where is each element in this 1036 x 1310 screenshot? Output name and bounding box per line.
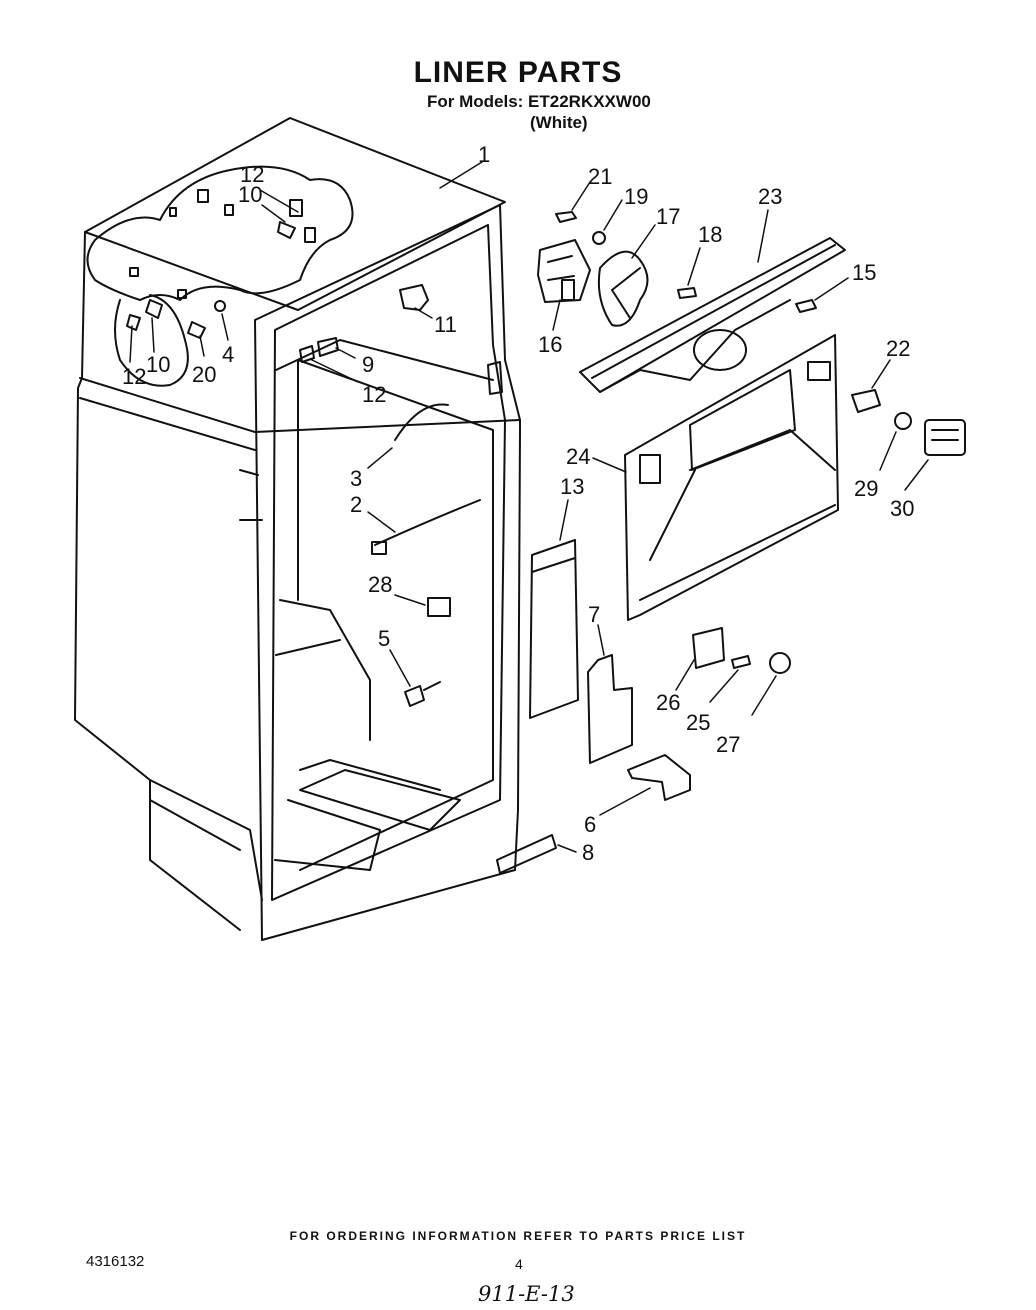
callout-12-top: 12 [240,162,264,187]
ordering-info: FOR ORDERING INFORMATION REFER TO PARTS … [289,1229,747,1243]
callout-16: 16 [538,332,562,357]
callout-10-left: 10 [146,352,170,377]
callout-19: 19 [624,184,648,209]
document-number: 4316132 [86,1253,145,1270]
callout-12-right: 12 [362,382,386,407]
callout-7: 7 [588,602,600,627]
callout-20: 20 [192,362,216,387]
model-line: For Models: ET22RKXXW00 [427,92,651,111]
callout-18: 18 [698,222,722,247]
callout-labels: 1 21 19 17 18 23 15 16 22 12 10 11 9 12 … [122,142,914,865]
callout-24: 24 [566,444,590,469]
callout-28: 28 [368,572,392,597]
callout-11: 11 [434,312,457,337]
callout-29: 29 [854,476,878,501]
page-number: 4 [515,1256,523,1272]
callout-15: 15 [852,260,876,285]
callout-25: 25 [686,710,710,735]
callout-5: 5 [378,626,390,651]
callout-4: 4 [222,342,234,367]
callout-23: 23 [758,184,782,209]
handwritten-note: 911-E-13 [478,1282,575,1306]
small-parts [371,403,791,874]
callout-21: 21 [588,164,612,189]
callout-3: 3 [350,466,362,491]
page-title: LINER PARTS [413,56,623,89]
callout-22: 22 [886,336,910,361]
callout-13: 13 [560,474,584,499]
callout-10-top: 10 [238,182,262,207]
callout-8: 8 [582,840,594,865]
callout-2: 2 [350,492,362,517]
callout-1: 1 [478,142,490,167]
color-note: (White) [530,113,588,132]
callout-12-left: 12 [122,364,146,389]
fan-motor-assembly [537,211,846,393]
callout-6: 6 [584,812,596,837]
rear-panel-assembly [624,334,966,621]
cabinet-liner [74,117,521,941]
callout-17: 17 [656,204,680,229]
callout-9: 9 [362,352,374,377]
callout-26: 26 [656,690,680,715]
callout-27: 27 [716,732,740,757]
leader-lines [129,161,929,853]
callout-30: 30 [890,496,914,521]
